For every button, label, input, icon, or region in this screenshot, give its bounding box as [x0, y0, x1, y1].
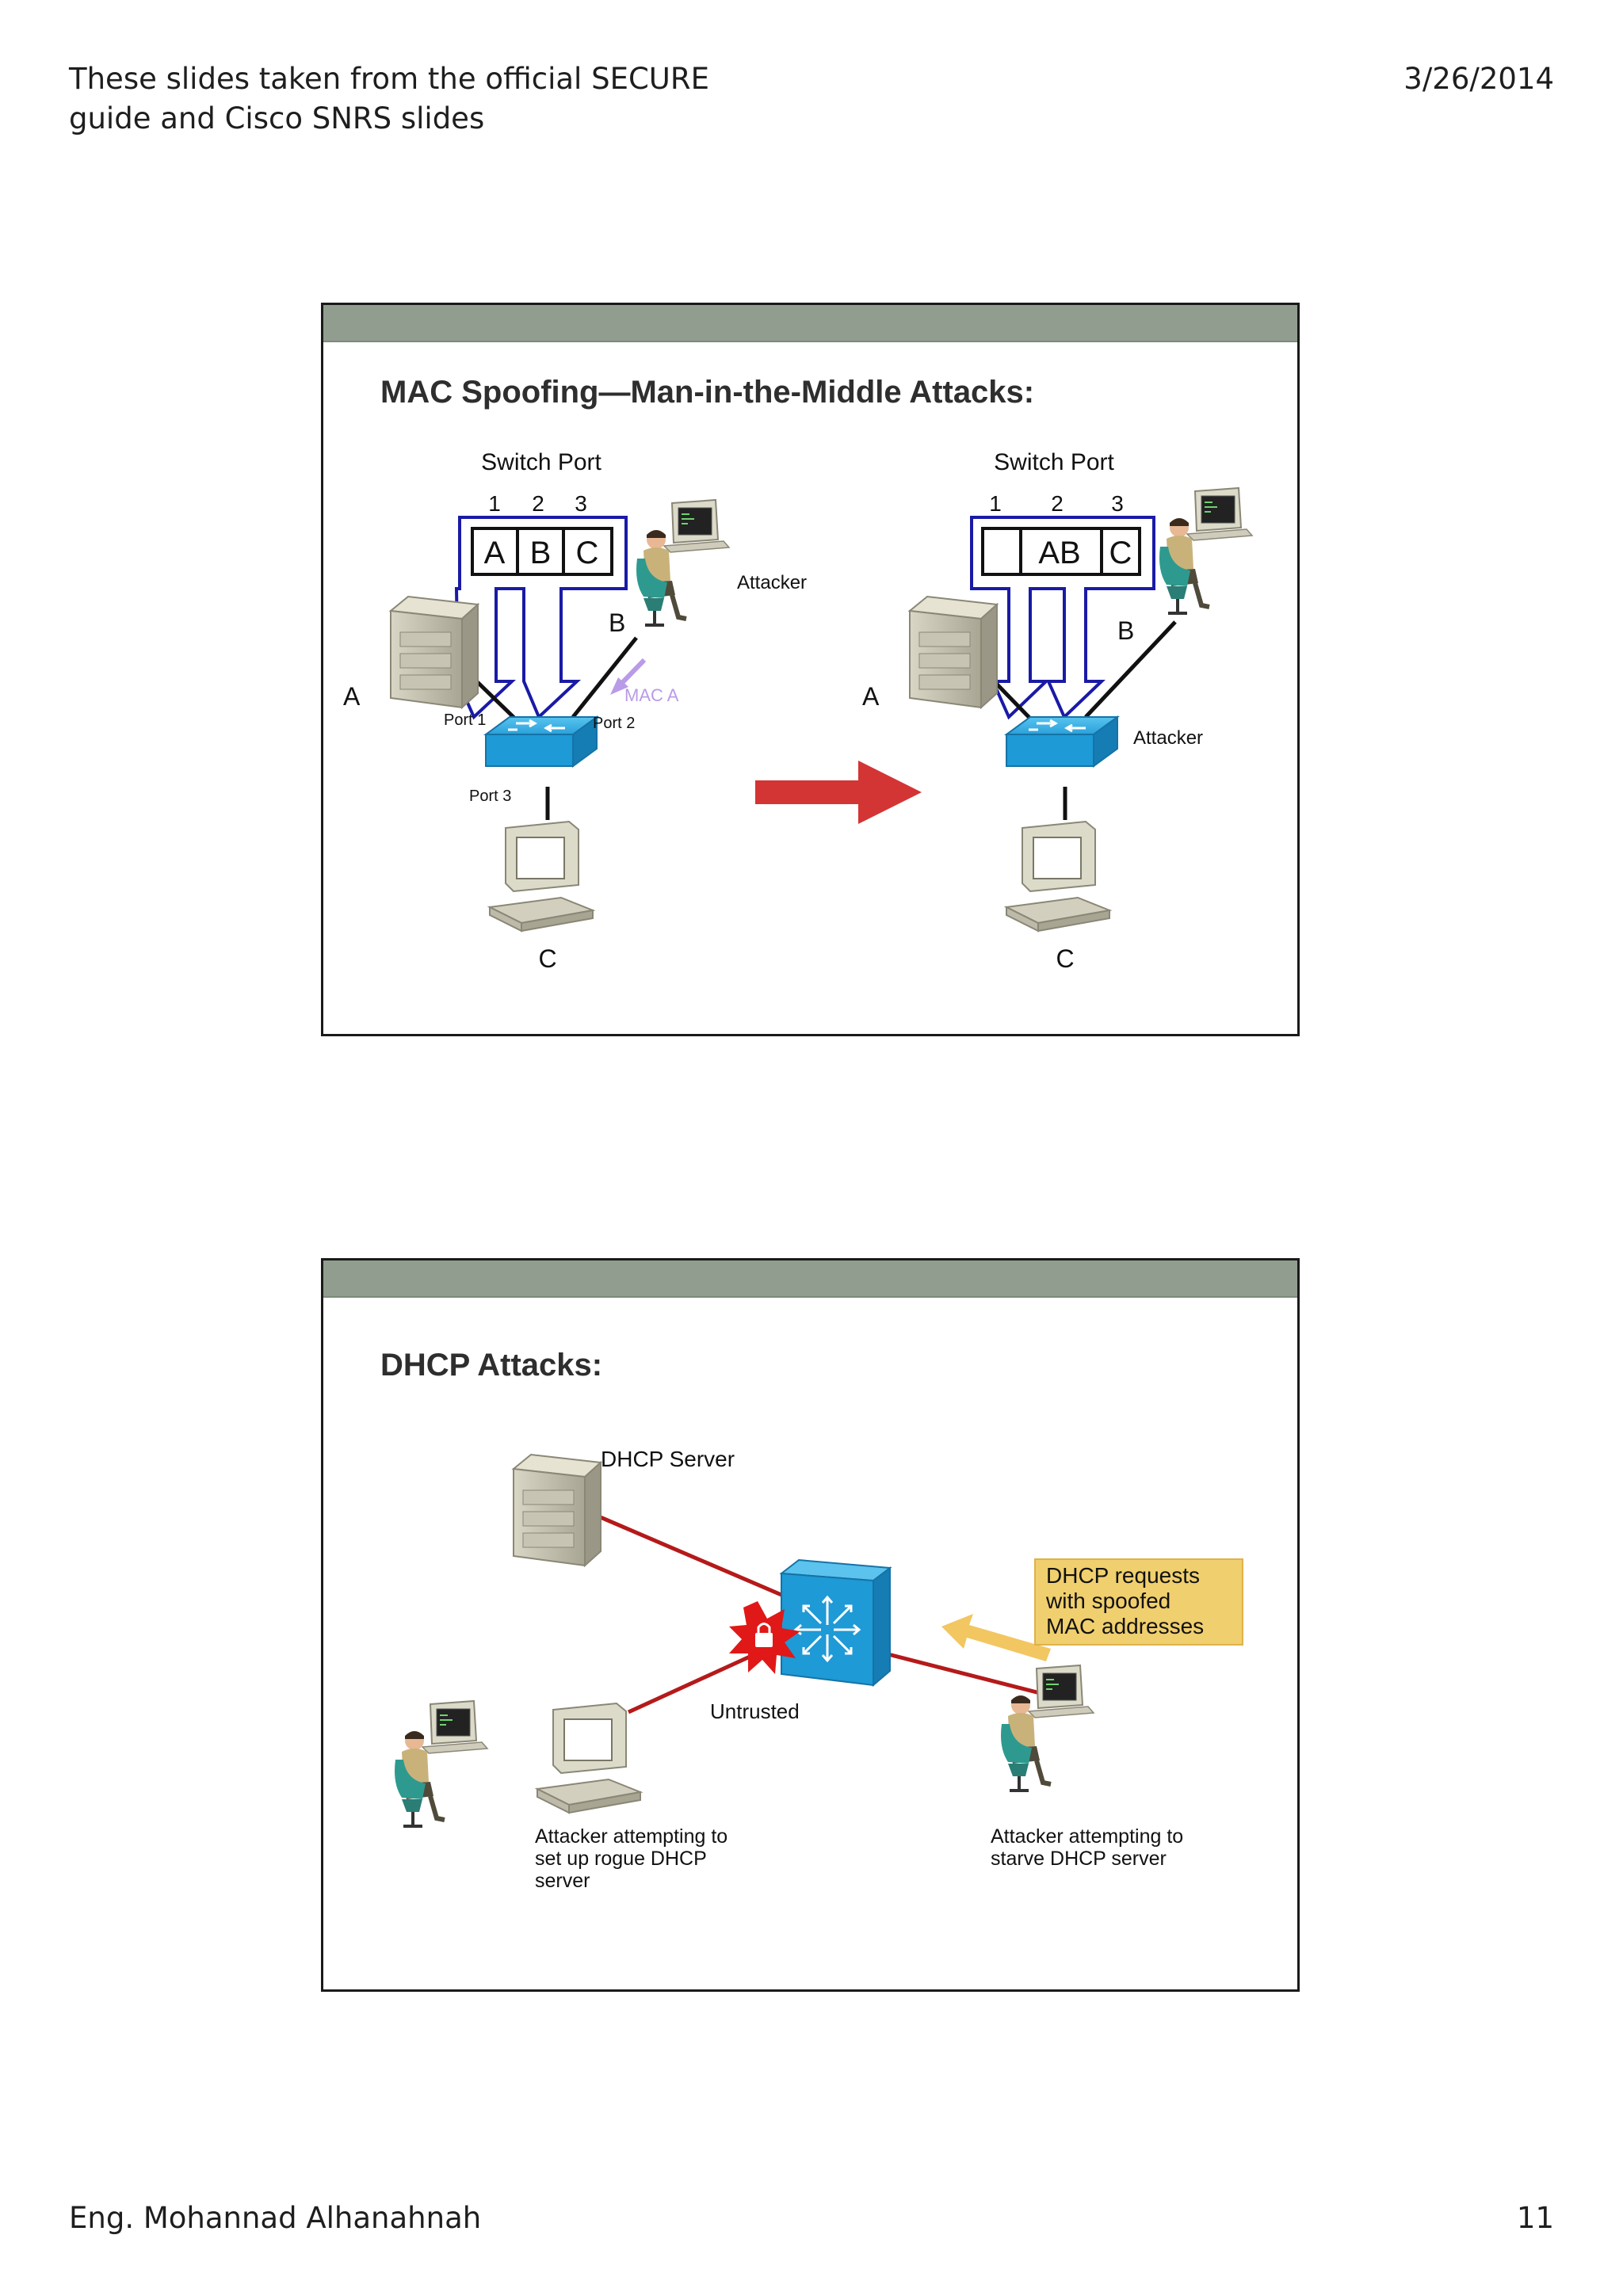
slide-header-band	[323, 1261, 1297, 1298]
dhcp-attacks-diagram: DHCP requests with spoofed MAC addresses…	[323, 1447, 1243, 1892]
host-c-label-left: C	[538, 944, 556, 973]
callout-line-2: with spoofed	[1045, 1589, 1170, 1613]
header-title: These slides taken from the official SEC…	[69, 59, 709, 139]
dhcp-server-label: DHCP Server	[601, 1447, 735, 1471]
host-a-label-right: A	[862, 682, 880, 711]
mac-a-label: MAC A	[624, 685, 679, 705]
port-number-2-right: 2	[1051, 491, 1064, 516]
switch-port-label-left: Switch Port	[481, 449, 601, 475]
dhcp-server-icon	[513, 1454, 601, 1566]
slide-title: DHCP Attacks:	[380, 1348, 603, 1383]
slide-mac-spoofing: MAC Spoofing—Man-in-the-Middle Attacks:	[321, 303, 1300, 1036]
host-b-label-left: B	[609, 608, 625, 637]
port-number-1-right: 1	[989, 491, 1002, 516]
mac-spoofing-diagram: Switch Port 1 2 3 A B C A B C Attacker M…	[343, 449, 1300, 973]
slide-title: MAC Spoofing—Man-in-the-Middle Attacks:	[380, 375, 1035, 410]
attacker-label-left: Attacker	[737, 572, 807, 593]
untrusted-label: Untrusted	[710, 1699, 800, 1723]
mac-cell-ab-right: AB	[1038, 536, 1080, 570]
starve-caption-line-2: starve DHCP server	[991, 1848, 1167, 1870]
slide-header-band	[323, 305, 1297, 342]
starve-caption-line-1: Attacker attempting to	[991, 1825, 1183, 1848]
multilayer-switch-icon	[779, 1558, 892, 1688]
pc-c-right	[1006, 821, 1110, 932]
attacker-label-right: Attacker	[1133, 727, 1203, 749]
callout-arrow	[941, 1614, 1051, 1661]
footer-author: Eng. Mohannad Alhanahnah	[69, 2201, 482, 2235]
host-c-label-right: C	[1056, 944, 1074, 973]
server-a-left	[390, 596, 479, 708]
starve-attacker-person	[1001, 1665, 1094, 1791]
mac-table-right: AB C	[970, 516, 1155, 720]
port2-label: Port 2	[593, 715, 635, 732]
rogue-caption-line-1: Attacker attempting to	[535, 1825, 727, 1848]
rogue-dhcp-pc-icon	[537, 1703, 641, 1814]
port1-label: Port 1	[444, 711, 486, 729]
port3-label: Port 3	[469, 788, 511, 805]
mac-table-left: A B C	[454, 516, 628, 720]
port-number-1-left: 1	[488, 491, 501, 516]
switch-port-label-right: Switch Port	[994, 449, 1114, 475]
port-number-3-left: 3	[575, 491, 587, 516]
attacker-person-right	[1159, 488, 1252, 613]
footer-page-number: 11	[1516, 2201, 1554, 2235]
rogue-caption-line-3: server	[535, 1870, 590, 1892]
rogue-caption-line-2: set up rogue DHCP	[535, 1848, 707, 1870]
mac-cell-c-left: C	[576, 536, 599, 570]
callout-line-1: DHCP requests	[1046, 1563, 1200, 1588]
header-date: 3/26/2014	[1403, 62, 1554, 96]
header-title-line1: These slides taken from the official SEC…	[69, 62, 709, 96]
port-number-3-right: 3	[1111, 491, 1124, 516]
mac-cell-c-right: C	[1109, 536, 1132, 570]
slide-dhcp-attacks: DHCP Attacks:	[321, 1258, 1300, 1992]
dhcp-requests-callout	[1034, 1558, 1243, 1646]
host-a-label-left: A	[343, 682, 361, 711]
security-lock-burst-icon	[729, 1601, 800, 1674]
mac-cell-b-left: B	[530, 536, 552, 570]
rogue-attacker-person	[395, 1701, 487, 1826]
host-b-label-right: B	[1117, 616, 1134, 645]
callout-line-3: MAC addresses	[1046, 1614, 1204, 1638]
header-title-line2: guide and Cisco SNRS slides	[69, 101, 485, 135]
attacker-person-left	[636, 500, 729, 625]
server-a-right	[909, 596, 998, 708]
switch-right	[1005, 715, 1119, 768]
mac-cell-a-left: A	[484, 536, 506, 570]
switch-left	[484, 715, 598, 768]
transition-arrow	[755, 761, 922, 824]
port-number-2-left: 2	[532, 491, 544, 516]
pc-c-left	[489, 821, 594, 932]
